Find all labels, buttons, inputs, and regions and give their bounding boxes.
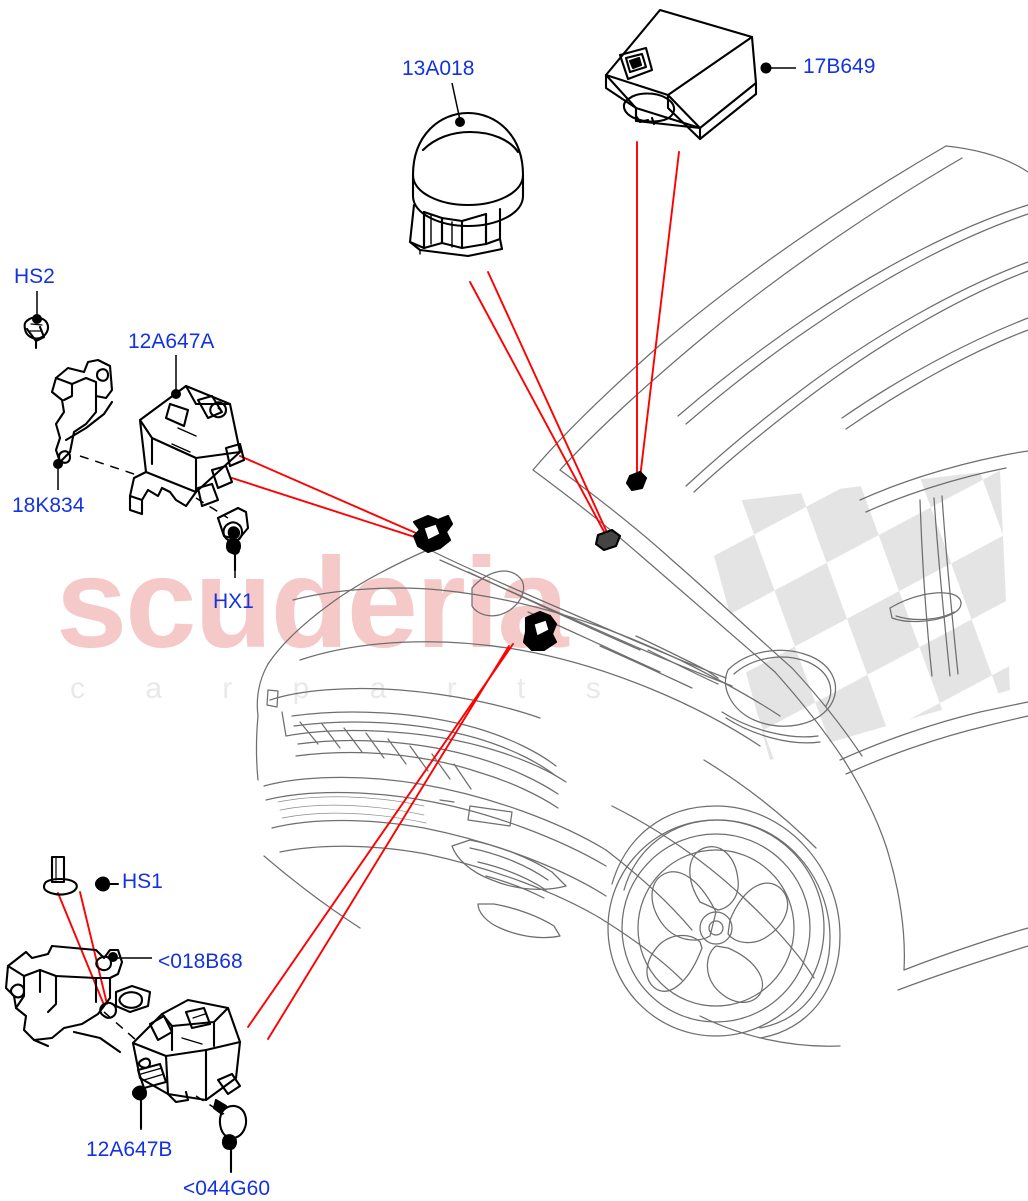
callout-label-044g60[interactable]: <044G60 (183, 1177, 270, 1200)
watermark-tagline: c a r p a r t s (70, 672, 627, 705)
part-hx1 (216, 506, 250, 572)
part-044g60 (212, 1098, 248, 1174)
part-018b68 (4, 944, 152, 1054)
callout-label-hx1[interactable]: HX1 (213, 590, 254, 613)
connector-marker-cowl-center (522, 610, 558, 652)
callout-label-018b68[interactable]: <018B68 (158, 950, 243, 973)
part-13a018 (408, 111, 525, 258)
watermark-brand: scuderia (56, 532, 568, 675)
part-hs2 (23, 316, 50, 350)
part-hs1 (42, 855, 120, 896)
part-17b649 (604, 8, 758, 141)
connector-marker-bulkhead (594, 528, 622, 552)
part-12a647a (128, 384, 246, 516)
callout-label-17b649[interactable]: 17B649 (803, 55, 876, 78)
callout-label-18k834[interactable]: 18K834 (12, 494, 85, 517)
connector-marker-cowl-left (412, 514, 454, 554)
part-18k834 (50, 358, 114, 464)
callout-label-hs2[interactable]: HS2 (14, 265, 55, 288)
callout-label-12a647b[interactable]: 12A647B (86, 1138, 173, 1161)
callout-label-hs1[interactable]: HS1 (122, 870, 163, 893)
callout-label-13a018[interactable]: 13A018 (402, 57, 475, 80)
callout-label-12a647a[interactable]: 12A647A (128, 330, 215, 353)
